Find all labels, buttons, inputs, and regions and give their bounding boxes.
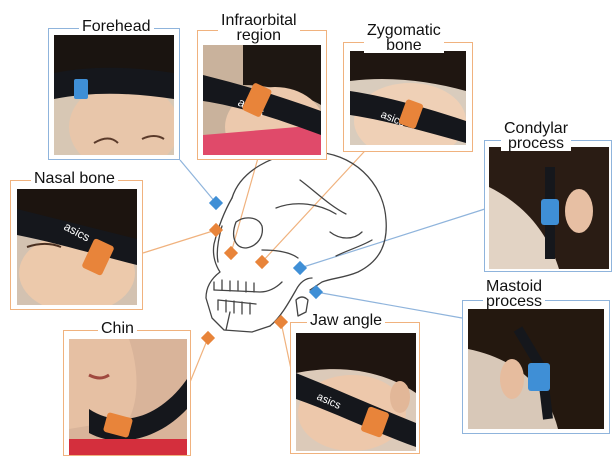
photo-zygomatic: asics	[350, 51, 466, 145]
marker-mastoid	[309, 285, 323, 299]
photo-nasal: asics	[17, 189, 137, 305]
leader-infraorbital	[231, 158, 258, 253]
skull-outline	[206, 152, 386, 332]
panel-infraorbital: asics Infraorbital region	[197, 30, 327, 160]
panel-chin: Chin	[63, 330, 191, 456]
photo-jaw-angle: asics	[296, 333, 416, 451]
photo-mastoid	[468, 309, 604, 429]
label-nasal: Nasal bone	[31, 171, 118, 186]
label-forehead: Forehead	[79, 19, 154, 34]
marker-condylar	[293, 261, 307, 275]
label-zygomatic: Zygomatic bone	[364, 23, 444, 53]
leader-forehead	[180, 160, 216, 203]
photo-forehead	[54, 35, 174, 155]
panel-forehead: Forehead	[48, 28, 180, 160]
leader-condylar	[300, 208, 488, 268]
panel-jaw-angle: asics Jaw angle	[290, 322, 420, 454]
panel-zygomatic: asics Zygomatic bone	[343, 42, 473, 152]
photo-chin	[69, 339, 187, 455]
leader-nasal	[143, 230, 216, 253]
photo-infraorbital: asics	[203, 45, 321, 155]
marker-forehead	[209, 196, 223, 210]
label-infraorbital: Infraorbital region	[218, 13, 300, 43]
label-jaw-angle: Jaw angle	[307, 313, 385, 328]
panel-condylar: Condylar process	[484, 140, 612, 272]
label-condylar: Condylar process	[501, 121, 571, 151]
label-chin: Chin	[98, 321, 137, 336]
panel-nasal: asics Nasal bone	[10, 180, 143, 310]
marker-chin	[201, 331, 215, 345]
photo-condylar	[489, 147, 609, 269]
marker-nasal	[209, 223, 223, 237]
marker-infraorbital	[224, 246, 238, 260]
panel-mastoid: Mastoid process	[462, 300, 610, 434]
label-mastoid: Mastoid process	[483, 279, 545, 309]
marker-jaw-angle	[274, 315, 288, 329]
